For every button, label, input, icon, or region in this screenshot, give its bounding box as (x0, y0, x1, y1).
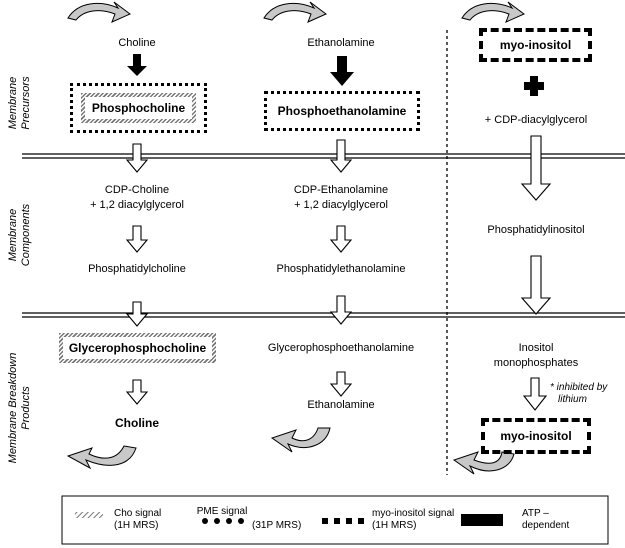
node-cdp-diacylglycerol: + CDP-diacylglycerol (484, 114, 588, 126)
node-cdp-ethanolamine: CDP-Ethanolamine (293, 184, 389, 196)
atp-arrow-choline (127, 54, 147, 76)
legend-swatch-pme (202, 518, 244, 524)
hollow-arrow-i2 (520, 255, 552, 315)
node-myo-inositol: myo-inositol (499, 38, 572, 52)
legend-atp-dependent: ATP – dependent (522, 508, 570, 531)
node-phosphatidylcholine: Phosphatidylcholine (88, 263, 186, 275)
node-myo-inositol-breakdown: myo-inositol (500, 429, 572, 443)
hollow-arrow-c1 (125, 143, 149, 173)
hollow-arrow-e1 (329, 139, 353, 173)
cho-box-phosphocholine: Phosphocholine (81, 93, 196, 123)
hollow-arrow-e3 (329, 295, 353, 325)
node-cdp-choline: CDP-Choline (104, 184, 170, 196)
hollow-arrow-c4 (125, 379, 149, 405)
hollow-arrow-e4 (329, 371, 353, 397)
node-choline: Choline (118, 37, 156, 49)
myo-box-inositol-top: myo-inositol (479, 28, 592, 62)
hollow-arrow-i3 (522, 377, 548, 411)
cycle-arrow-inositol-bottom (452, 451, 515, 475)
myo-box-inositol-bottom: myo-inositol (481, 418, 591, 454)
node-ethanolamine: Ethanolamine (307, 37, 375, 49)
legend-myo-signal: myo-inositol signal (1H MRS) (372, 508, 455, 531)
cycle-arrow-inositol-top (461, 1, 525, 23)
separator-top (22, 153, 625, 159)
hollow-arrow-e2 (329, 225, 353, 253)
side-label-components: Membrane Components (7, 203, 32, 267)
node-glycerophosphoethanolamine: Glycerophosphoethanolamine (267, 342, 415, 354)
cho-box-glycerophosphocholine: Glycerophosphocholine (59, 333, 216, 363)
legend-pme-signal: PME signal (196, 506, 248, 517)
side-label-precursors: Membrane Precursors (7, 76, 32, 130)
node-cdp-ethanolamine-dag: + 1,2 diacylglycerol (294, 199, 388, 211)
node-phosphatidylethanolamine: Phosphatidylethanolamine (276, 263, 406, 275)
legend-swatch-cho (75, 512, 103, 518)
node-inositol: Inositol (518, 342, 554, 354)
node-phosphocholine: Phosphocholine (91, 101, 186, 115)
legend-cho-signal: Cho signal (1H MRS) (114, 508, 162, 531)
hollow-arrow-c3 (125, 301, 149, 327)
cycle-arrow-ethanolamine-top (263, 1, 327, 23)
node-cdp-choline-dag: + 1,2 diacylglycerol (90, 199, 184, 211)
legend-swatch-myo (322, 518, 364, 524)
node-choline-breakdown: Choline (115, 416, 159, 430)
legend-pme-mrs: (31P MRS) (252, 520, 302, 531)
pme-box-phosphocholine: Phosphocholine (70, 83, 207, 133)
node-phosphatidylinositol: Phosphatidylinositol (487, 224, 585, 236)
note-inhibited-by-lithium: * inhibited by lithium (550, 382, 608, 405)
cycle-arrow-ethanolamine-bottom (270, 427, 331, 453)
hollow-arrow-c2 (125, 225, 149, 253)
cycle-arrow-choline-top (67, 1, 131, 23)
node-ethanolamine-breakdown: Ethanolamine (307, 399, 375, 411)
cycle-arrow-choline-bottom (66, 445, 137, 470)
atp-arrow-ethanolamine (330, 56, 354, 86)
node-monophosphates: monophosphates (493, 357, 579, 369)
pme-box-phosphoethanolamine: Phosphoethanolamine (264, 91, 420, 131)
side-label-breakdown: Membrane Breakdown Products (7, 352, 32, 464)
legend-swatch-atp (461, 514, 503, 526)
separator-bottom (22, 312, 625, 318)
hollow-arrow-i1 (520, 135, 552, 201)
atp-plus-inositol (524, 76, 544, 96)
node-phosphoethanolamine: Phosphoethanolamine (277, 104, 407, 118)
node-glycerophosphocholine: Glycerophosphocholine (68, 341, 207, 355)
